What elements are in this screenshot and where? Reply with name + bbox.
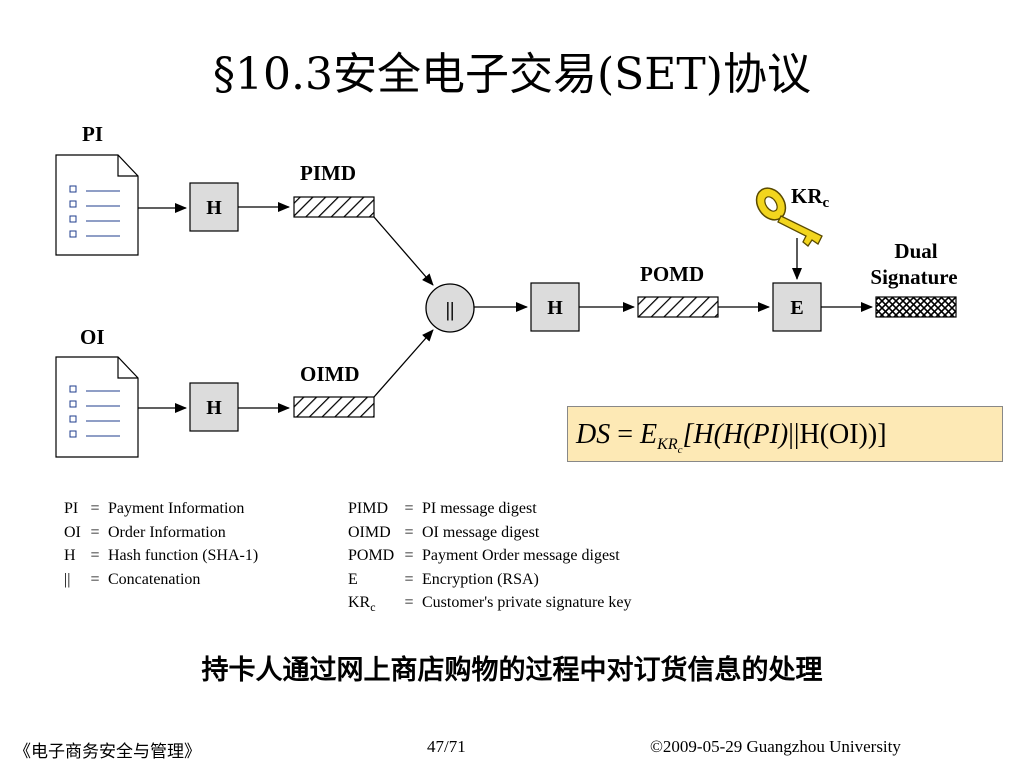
encrypt-box: [772, 282, 822, 332]
combined-hash-box: [530, 282, 580, 332]
oi-document-icon: [55, 356, 139, 458]
pi-hash-label: H: [206, 197, 222, 219]
slide-title: §10.3安全电子交易(SET)协议: [213, 49, 811, 100]
oi-hash-label: H: [206, 397, 222, 419]
dual-signature-label-line1: Dual: [894, 239, 937, 263]
pi-label: PI: [82, 122, 103, 146]
pimd-digest-bar: [293, 196, 375, 218]
key-icon: [755, 187, 823, 247]
oi-hash-box: [189, 382, 239, 432]
footer-page-number: 47/71: [427, 737, 466, 756]
concatenation-node: [425, 283, 475, 333]
dual-signature-label-line2: Signature: [870, 265, 957, 289]
dual-signature-bar: [875, 296, 957, 318]
pomd-label: POMD: [640, 262, 704, 286]
pimd-label: PIMD: [300, 161, 356, 185]
legend-left: PI= Payment Information OI= Order Inform…: [64, 497, 258, 591]
legend-right: PIMD= PI message digest OIMD= OI message…: [348, 497, 632, 620]
key-label: KRc: [791, 184, 830, 211]
footer-course: 《电子商务安全与管理》: [14, 742, 201, 762]
oi-label: OI: [80, 325, 105, 349]
combined-hash-label: H: [547, 297, 563, 319]
footer-copyright: ©2009-05-29 Guangzhou University: [650, 737, 901, 756]
legend-row: KRc= Customer's private signature key: [348, 594, 632, 615]
concat-symbol: ||: [446, 299, 455, 321]
slide-caption: 持卡人通过网上商店购物的过程中对订货信息的处理: [201, 655, 823, 686]
pomd-digest-bar: [637, 296, 719, 318]
dual-signature-formula: DS = EKRc[H(H(PI)||H(OI))]: [567, 406, 1003, 462]
legend-row: ||= Concatenation: [64, 570, 201, 588]
legend-row: PIMD= PI message digest: [348, 500, 537, 517]
oimd-digest-bar: [293, 396, 375, 418]
legend-row: POMD= Payment Order message digest: [348, 547, 620, 564]
legend-row: E= Encryption (RSA): [348, 570, 539, 588]
legend-row: OIMD= OI message digest: [348, 523, 540, 541]
pi-hash-box: [189, 182, 239, 232]
legend-row: PI= Payment Information: [64, 500, 245, 517]
encrypt-label: E: [790, 297, 803, 319]
oimd-label: OIMD: [300, 362, 360, 386]
legend-row: H= Hash function (SHA-1): [64, 547, 259, 564]
legend-row: OI= Order Information: [64, 523, 226, 541]
pi-document-icon: [55, 154, 139, 256]
